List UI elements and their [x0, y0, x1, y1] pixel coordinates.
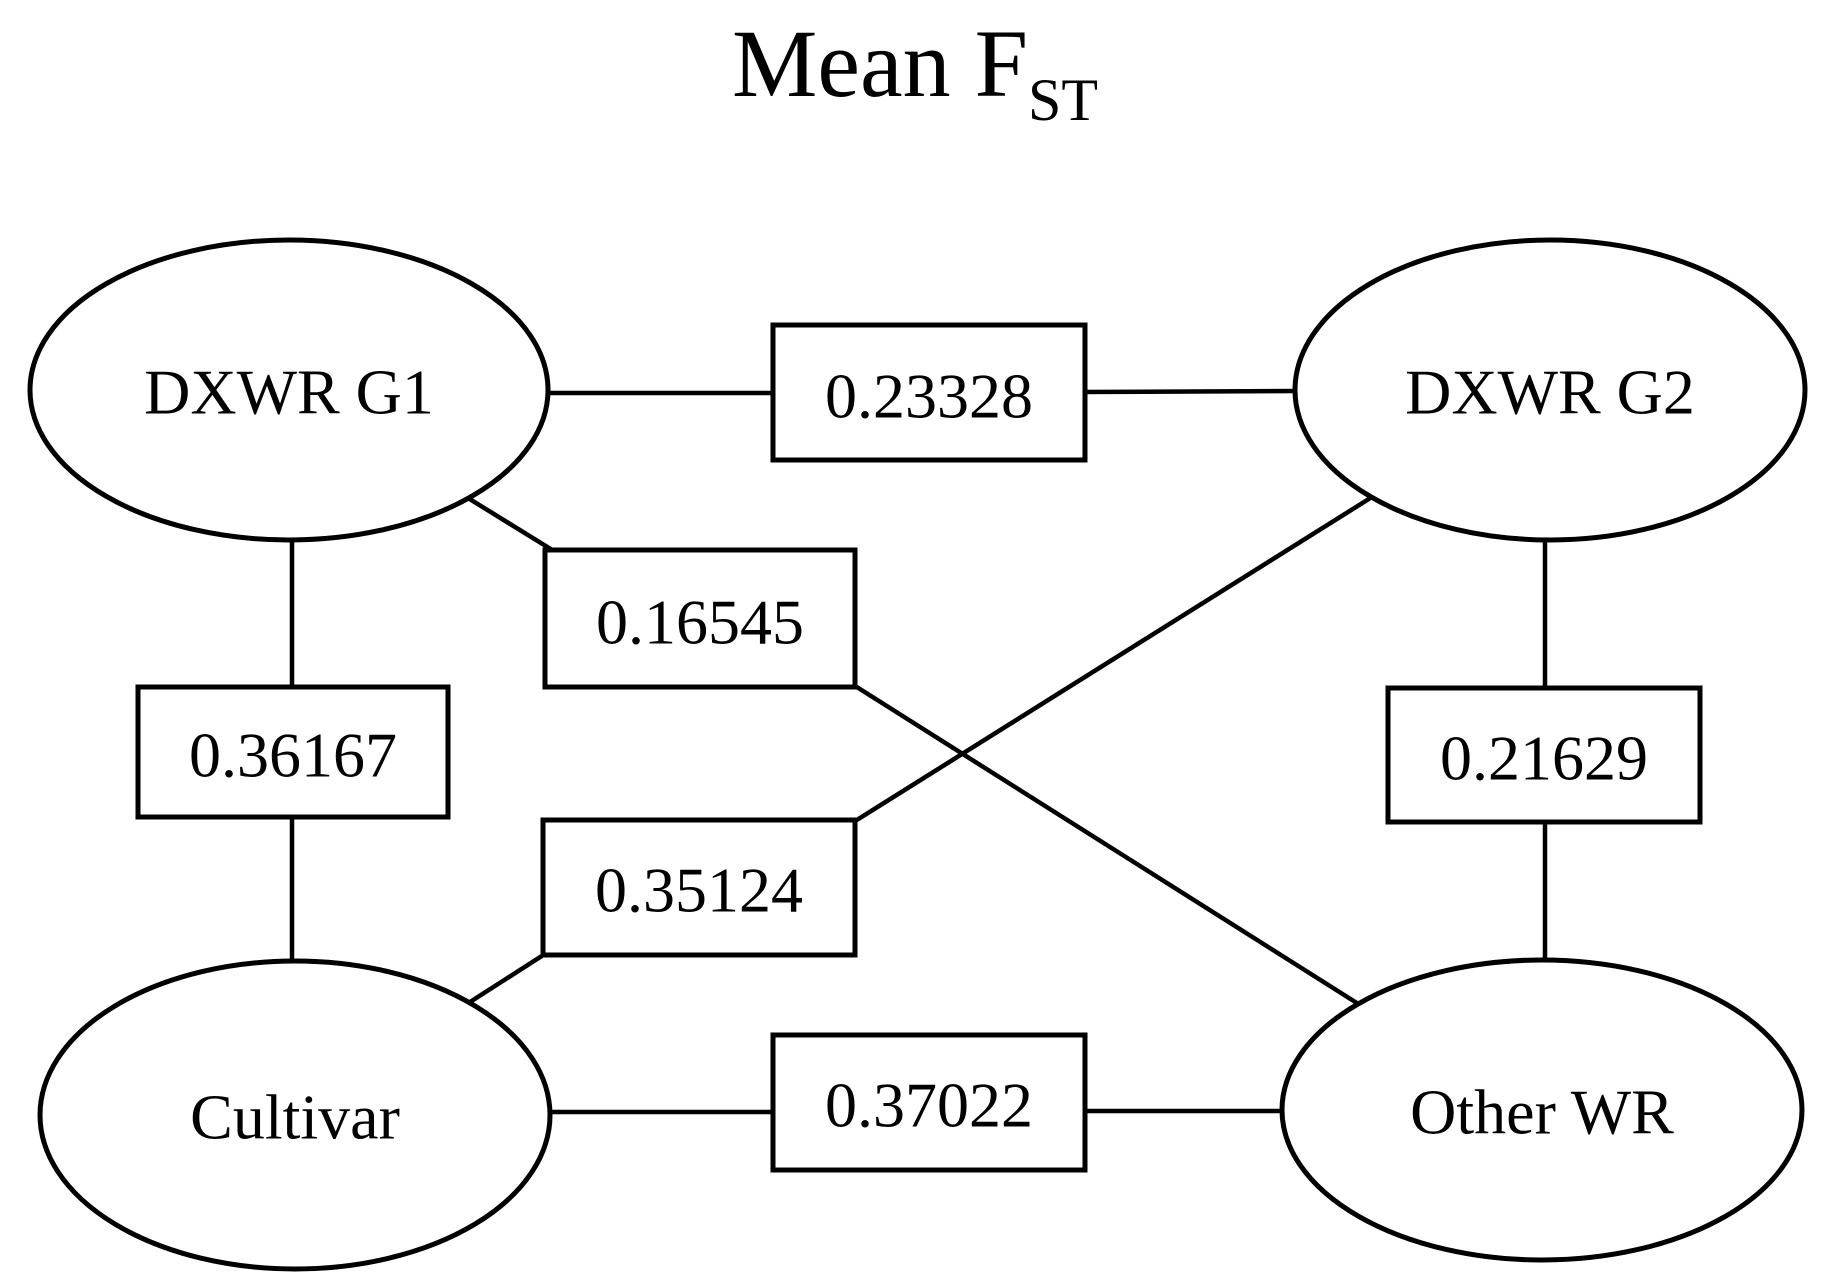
edge-line-cultivar-g2-segment-2 — [850, 495, 1374, 825]
edge-value-box-g1-otherwr — [542, 547, 858, 690]
edge-value-cultivar-g2: 0.35124 — [595, 855, 803, 926]
edge-line-g1-otherwr-segment-1 — [466, 496, 564, 558]
edge-value-box-g1-g2 — [770, 322, 1088, 463]
edge-value-cultivar-otherwr: 0.37022 — [825, 1070, 1033, 1141]
node-ellipse-cultivar — [37, 958, 553, 1272]
edge-value-g1-otherwr: 0.16545 — [596, 587, 804, 658]
node-label-dxwr-g2: DXWR G2 — [1405, 357, 1695, 428]
node-ellipse-dxwr-g1 — [27, 237, 551, 543]
edge-value-g1-cultivar: 0.36167 — [189, 720, 397, 791]
node-ellipse-other-wr — [1279, 957, 1805, 1263]
edge-line-g1-g2-segment-2 — [1082, 388, 1298, 395]
edge-value-box-g2-otherwr — [1385, 685, 1703, 825]
diagram-title-subscript: ST — [1028, 67, 1098, 133]
edge-value-g1-g2: 0.23328 — [825, 361, 1033, 432]
edge-line-g1-otherwr-segment-2 — [850, 682, 1362, 1007]
node-ellipse-dxwr-g2 — [1292, 237, 1808, 543]
node-label-other-wr: Other WR — [1410, 1077, 1674, 1148]
diagram-title: Mean FST — [732, 10, 1098, 133]
node-label-dxwr-g1: DXWR G1 — [144, 357, 434, 428]
edge-value-box-g1-cultivar — [135, 684, 451, 820]
edge-value-g2-otherwr: 0.21629 — [1440, 723, 1648, 794]
diagram-title-main: Mean F — [732, 10, 1028, 117]
edge-value-box-cultivar-otherwr — [770, 1032, 1088, 1173]
edge-line-cultivar-g2-segment-1 — [468, 950, 550, 1004]
edge-value-box-cultivar-g2 — [540, 817, 858, 958]
node-label-cultivar: Cultivar — [190, 1082, 400, 1153]
